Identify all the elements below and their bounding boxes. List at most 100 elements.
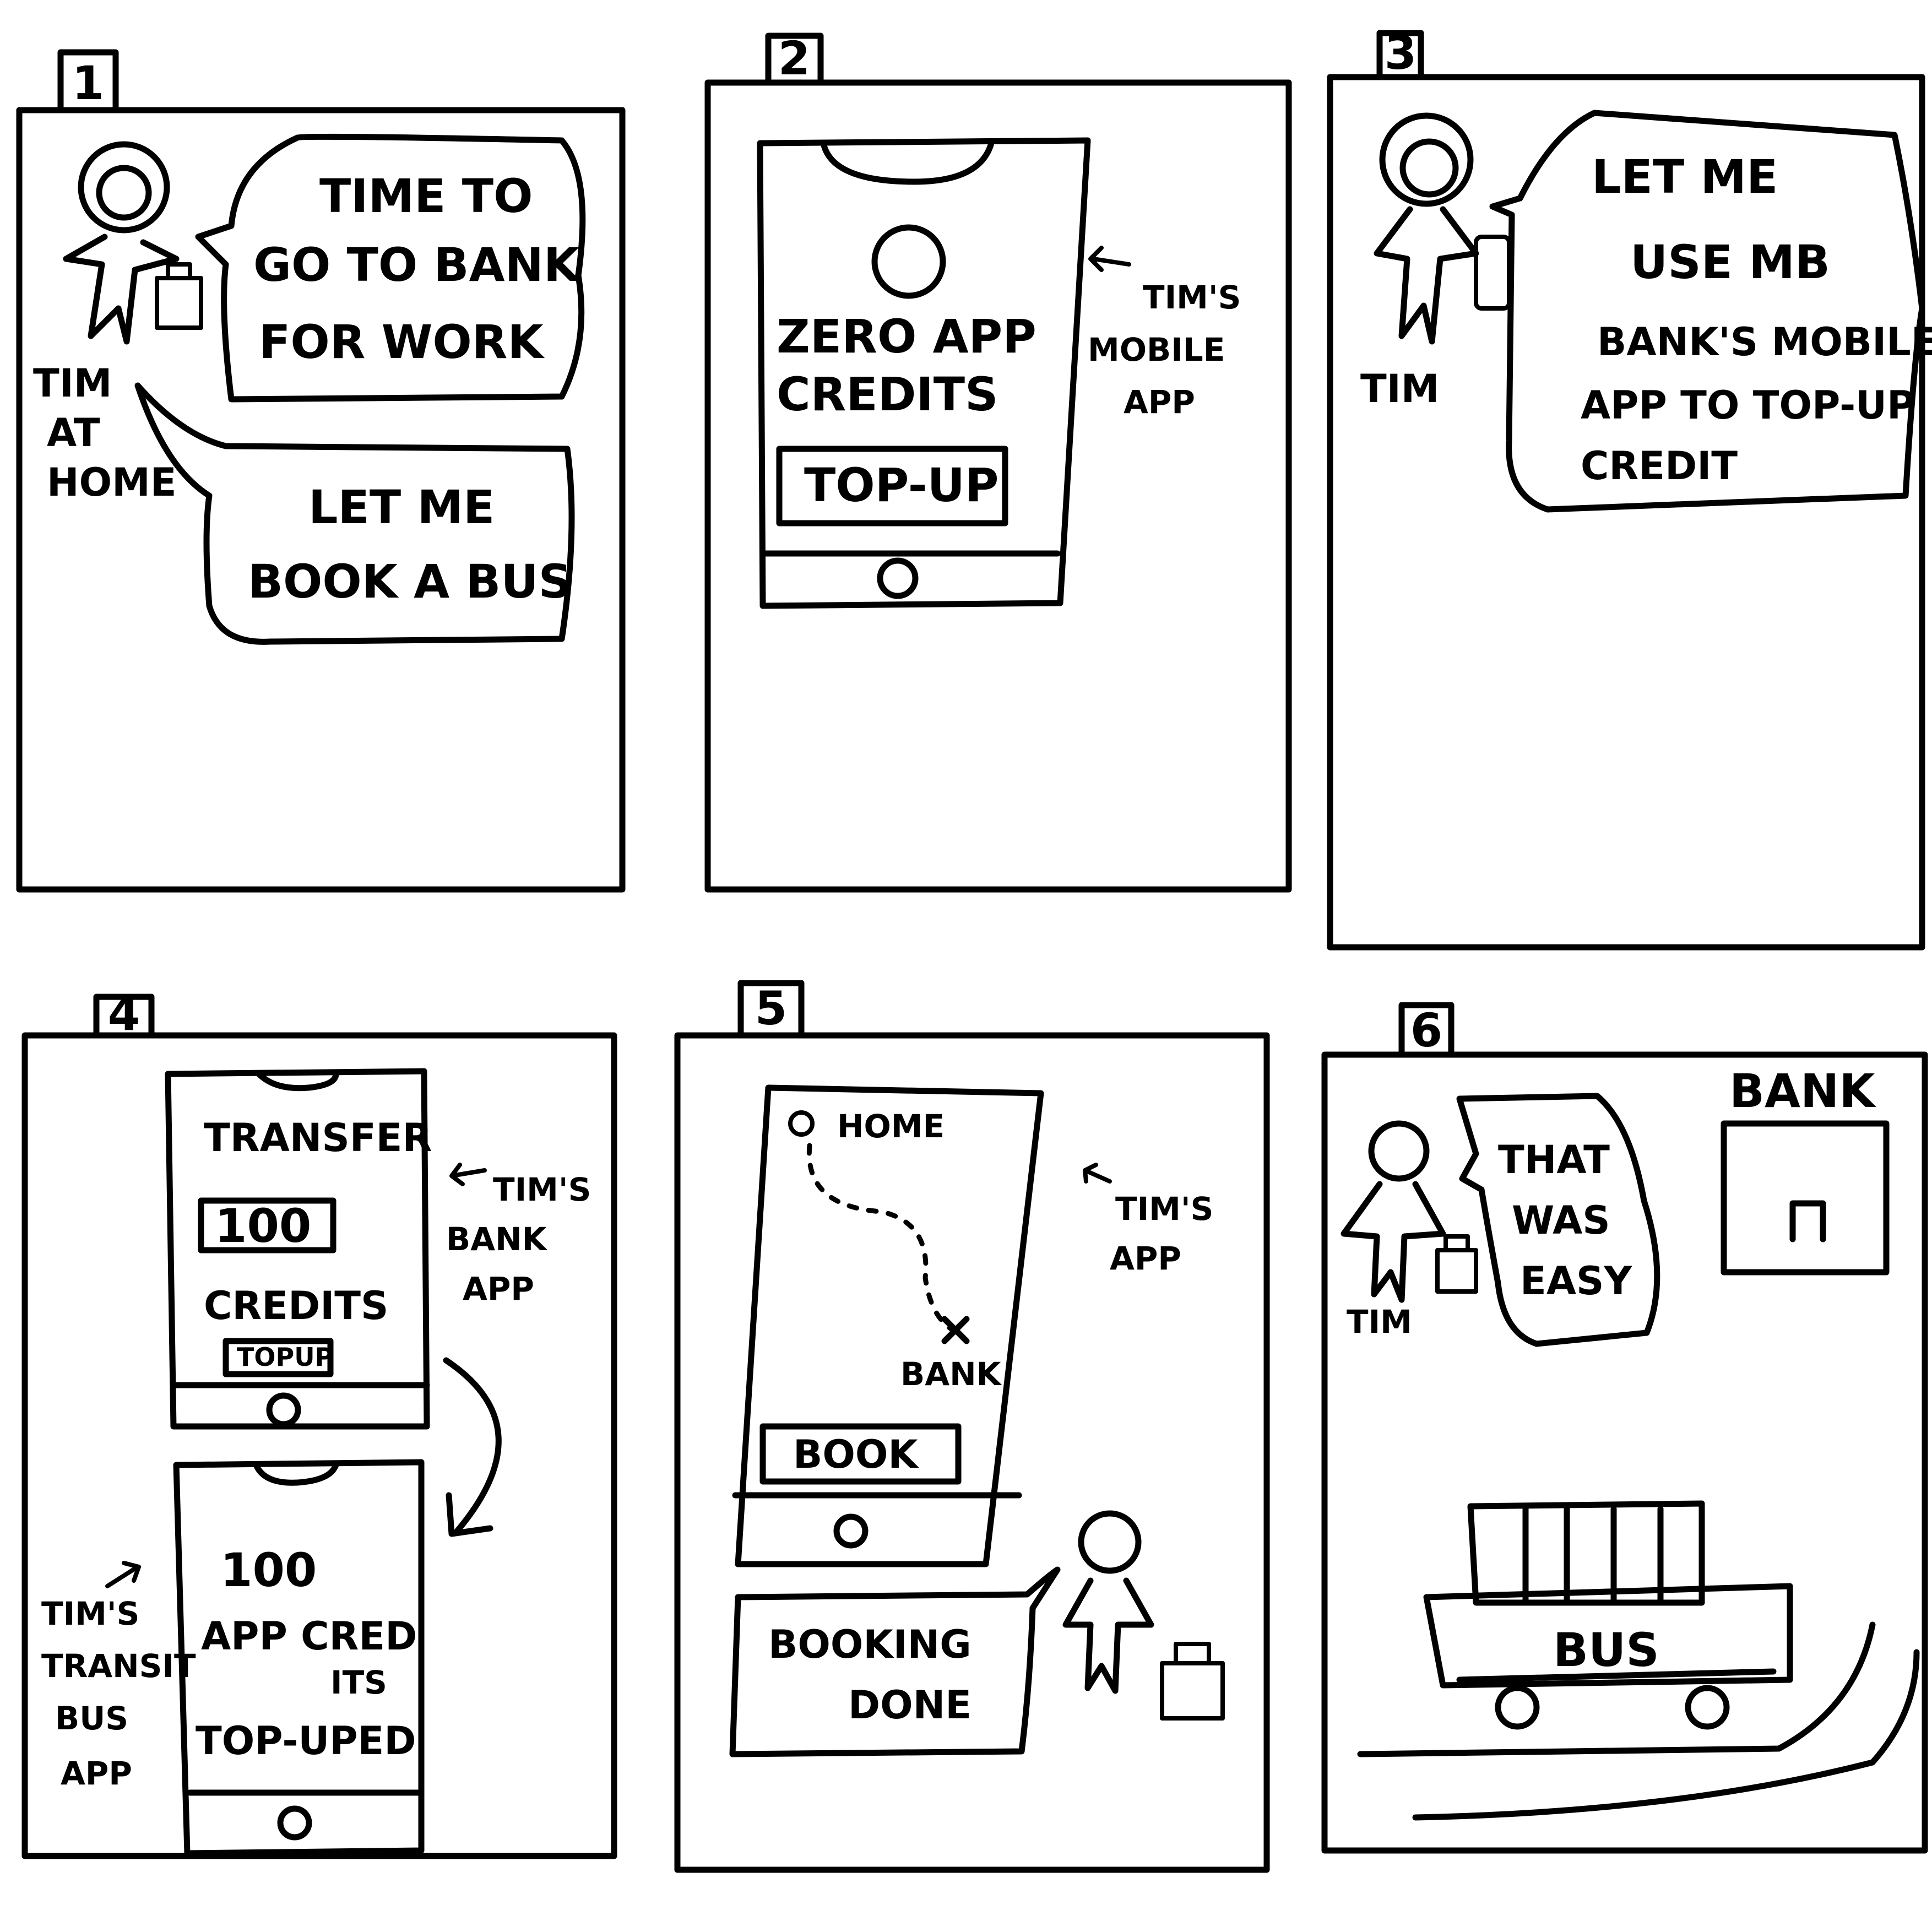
bus-label: BUS: [1553, 1623, 1659, 1677]
bubble-text: THAT: [1498, 1137, 1610, 1182]
note-text: TIM'S: [41, 1595, 139, 1632]
note-text: BANK: [446, 1220, 548, 1258]
bubble-text: APP TO TOP-UP: [1581, 383, 1915, 428]
panel-frame: [21, 1032, 617, 1859]
bubble-text: BANK'S MOBILE: [1597, 319, 1932, 365]
name-label: TIM: [1347, 1303, 1412, 1341]
arrow-icon: [449, 1163, 487, 1186]
note-text: APP: [61, 1755, 132, 1792]
top-up-button[interactable]: [776, 446, 1008, 527]
panel-number: 1: [72, 56, 104, 110]
panel-number-tab: [57, 49, 119, 113]
tim-figure: [1341, 1120, 1478, 1303]
start-label: HOME: [837, 1108, 945, 1145]
note-text: APP: [1124, 383, 1195, 421]
panel-frame: [1321, 1051, 1928, 1854]
panel-4: 4 TRANSFER 100 CREDITS TOPUP TIM'S BANK …: [21, 987, 617, 1859]
note-text: APP: [1110, 1240, 1181, 1277]
bank-building: [1721, 1120, 1890, 1276]
home-button-icon[interactable]: [266, 1392, 301, 1428]
amount-box[interactable]: [198, 1197, 337, 1253]
top-up-button[interactable]: [222, 1338, 334, 1377]
top-up-button-label[interactable]: TOP-UP: [804, 458, 998, 512]
note-text: TIM'S: [1143, 279, 1241, 316]
panel-3: 3 TIM LET ME USE MB BANK'S MOBILE APP TO…: [1327, 26, 1932, 951]
panel-number: 5: [755, 981, 787, 1035]
panel-number-tab: [93, 994, 155, 1039]
top-up-button-label[interactable]: TOPUP: [237, 1342, 333, 1372]
note-text: APP: [463, 1270, 534, 1307]
bank-label: BANK: [1729, 1064, 1876, 1118]
speech-bubble: [729, 1566, 1061, 1757]
note-text: TIM'S: [1115, 1190, 1213, 1228]
bubble-text: WAS: [1512, 1198, 1610, 1243]
start-marker-icon: [788, 1110, 815, 1137]
panel-6: 6 BANK TIM THAT WAS EASY BUS: [1321, 1002, 1928, 1854]
panel-2: 2 ZERO APP CREDITS TOP-UP TIM'S MOBILE A…: [704, 31, 1292, 893]
phone-icon: [1474, 235, 1511, 311]
note-text: TRANSIT: [41, 1647, 196, 1685]
panel-number-tab: [1376, 30, 1424, 80]
mobile-phone: [757, 137, 1091, 609]
screen-text: ZERO APP: [777, 310, 1036, 363]
tim-figure: [1374, 112, 1511, 345]
destination-marker-icon: [941, 1316, 970, 1344]
curved-arrow-icon: [443, 1357, 502, 1534]
panel-number-tab: [737, 980, 805, 1039]
screen-text: ITS: [330, 1664, 387, 1701]
panel-5: 5 HOME BANK BOOK TIM'S APP BOOKING DONE: [674, 980, 1270, 1873]
name-label: AT: [47, 410, 100, 455]
bank-app-phone: [165, 1068, 430, 1430]
avatar: [871, 224, 946, 299]
panel-number: 6: [1410, 1003, 1442, 1057]
note-text: BUS: [55, 1700, 128, 1737]
tim-figure: [63, 141, 203, 345]
panel-number: 3: [1385, 26, 1417, 80]
bus-wheel-icon: [1495, 1685, 1540, 1730]
home-button-icon[interactable]: [877, 557, 919, 599]
speech-bubble: [1489, 110, 1925, 513]
book-button-label[interactable]: BOOK: [793, 1432, 919, 1477]
panel-frame: [674, 1032, 1270, 1873]
credits-label: CREDITS: [204, 1283, 388, 1328]
bubble-text: EASY: [1520, 1258, 1632, 1304]
speech-bubble: [1456, 1093, 1660, 1347]
bus-wheel-icon: [1685, 1685, 1730, 1730]
road-line: [1357, 1621, 1876, 1757]
speech-bubble: [134, 382, 575, 645]
bus: [1423, 1500, 1793, 1730]
bank-door-icon: [1789, 1200, 1826, 1242]
bubble-text: BOOK A BUS: [248, 555, 572, 609]
bubble-text: FOR WORK: [259, 315, 545, 369]
note-text: TIM'S: [493, 1171, 591, 1208]
panel-1: 1 TIM AT HOME TIME TO GO TO BANK FOR WOR…: [16, 49, 626, 893]
screen-text: TOP-UPED: [196, 1718, 416, 1763]
amount-value[interactable]: 100: [215, 1199, 311, 1253]
bubble-text: LET ME: [308, 480, 495, 534]
screen-text: 100: [220, 1543, 317, 1597]
bubble-text: USE MB: [1630, 235, 1830, 289]
bubble-text: BOOKING: [768, 1622, 972, 1667]
panel-number-tab: [765, 32, 824, 86]
screen-text: APP CRED: [201, 1614, 417, 1659]
speech-bubble: [195, 133, 586, 403]
arrow-icon: [1088, 246, 1131, 272]
home-button-icon[interactable]: [277, 1805, 312, 1841]
transit-app-phone: [173, 1459, 425, 1857]
bus-app-phone: [732, 1084, 1044, 1567]
name-label: TIM: [1360, 366, 1439, 411]
tim-figure: [1062, 1510, 1225, 1721]
book-button[interactable]: [759, 1423, 962, 1485]
bag-icon: [155, 276, 203, 330]
arrow-icon: [1083, 1163, 1112, 1184]
bag-icon: [1435, 1248, 1478, 1294]
panel-frame: [704, 79, 1292, 893]
panel-number: 2: [778, 31, 810, 85]
arrow-icon: [105, 1561, 141, 1588]
bubble-text: DONE: [848, 1683, 972, 1728]
panel-number-tab: [1398, 1002, 1455, 1058]
panel-frame: [1327, 74, 1925, 951]
transfer-title: TRANSFER: [204, 1115, 432, 1160]
home-button-icon[interactable]: [833, 1513, 869, 1549]
